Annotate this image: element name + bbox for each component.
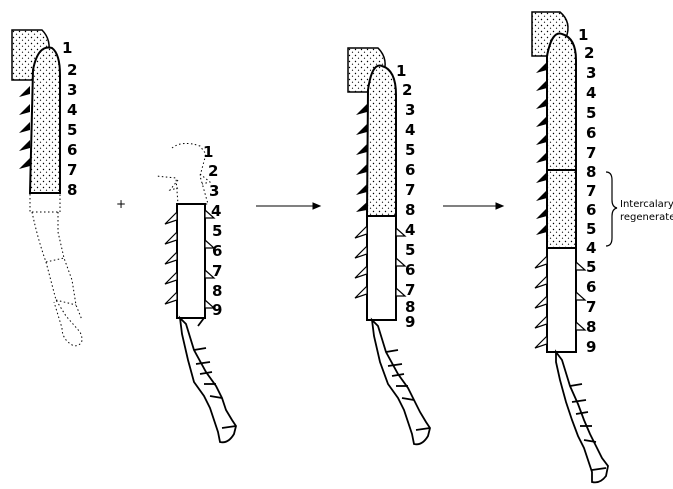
panel-b-spines-left (165, 212, 177, 304)
panel-c-grafted-leg (348, 48, 430, 444)
c-label-8: 8 (405, 201, 415, 219)
panel-a-spines (19, 86, 30, 169)
d-label-5: 5 (586, 104, 596, 122)
b-label-6: 6 (212, 242, 222, 260)
b-label-4: 4 (211, 202, 221, 220)
d-label-8: 8 (586, 163, 596, 181)
panel-d-tarsus (556, 352, 608, 482)
arrow-result-to-intercalation (443, 203, 503, 209)
annotation-line-1: Intercalary (620, 199, 673, 210)
a-label-7: 7 (67, 161, 77, 179)
d-label-4: 4 (586, 84, 596, 102)
b-label-1: 1 (203, 143, 213, 161)
c-label-5b: 5 (405, 241, 415, 259)
c-label-7: 7 (405, 181, 415, 199)
annotation-line-2: regenerate (620, 212, 673, 223)
d-label-7b: 7 (586, 182, 596, 200)
a-label-3: 3 (67, 81, 77, 99)
d-label-2: 2 (584, 44, 594, 62)
arrow-graft-to-result (256, 203, 320, 209)
d-label-3: 3 (586, 64, 596, 82)
panel-a-removed-distal (30, 194, 82, 346)
a-label-1: 1 (62, 39, 72, 57)
c-label-5: 5 (405, 141, 415, 159)
c-label-3: 3 (405, 101, 415, 119)
panel-b-tarsus (180, 318, 236, 442)
d-label-6: 6 (586, 124, 596, 142)
c-label-1: 1 (396, 62, 406, 80)
d-label-8c: 8 (586, 318, 596, 336)
panel-c-dark-spines (356, 104, 367, 212)
b-label-9: 9 (212, 301, 222, 319)
c-label-4: 4 (405, 121, 415, 139)
panel-d-intercalated-leg (532, 12, 608, 482)
c-label-6: 6 (405, 161, 415, 179)
b-label-2: 2 (208, 162, 218, 180)
panel-c-tarsus (372, 320, 430, 444)
a-label-5: 5 (67, 121, 77, 139)
c-label-7b: 7 (405, 281, 415, 299)
d-label-5b: 5 (586, 220, 596, 238)
d-label-7c: 7 (586, 298, 596, 316)
c-label-2: 2 (402, 81, 412, 99)
d-label-7: 7 (586, 144, 596, 162)
b-label-3: 3 (209, 182, 219, 200)
d-label-4b: 4 (586, 239, 596, 257)
d-label-6b: 6 (586, 201, 596, 219)
d-label-5c: 5 (586, 258, 596, 276)
plus-operator: + (116, 197, 126, 211)
c-label-9: 9 (405, 313, 415, 331)
d-label-9: 9 (586, 338, 596, 356)
a-label-8: 8 (67, 181, 77, 199)
b-label-8: 8 (212, 282, 222, 300)
panel-b-donor-leg (156, 143, 236, 442)
panel-a-labels: 1 2 3 4 5 6 7 8 (62, 39, 77, 199)
panel-d-labels: 1 2 3 4 5 6 7 8 7 6 5 4 5 6 7 8 9 (578, 26, 596, 356)
a-label-4: 4 (67, 101, 77, 119)
intercalary-bracket (606, 172, 617, 246)
a-label-2: 2 (67, 61, 77, 79)
b-label-5: 5 (212, 222, 222, 240)
b-label-7: 7 (212, 262, 222, 280)
panel-d-dark-spines (536, 62, 547, 235)
c-label-6b: 6 (405, 261, 415, 279)
a-label-6: 6 (67, 141, 77, 159)
d-label-6c: 6 (586, 278, 596, 296)
c-label-4b: 4 (405, 221, 415, 239)
d-label-1: 1 (578, 26, 588, 44)
